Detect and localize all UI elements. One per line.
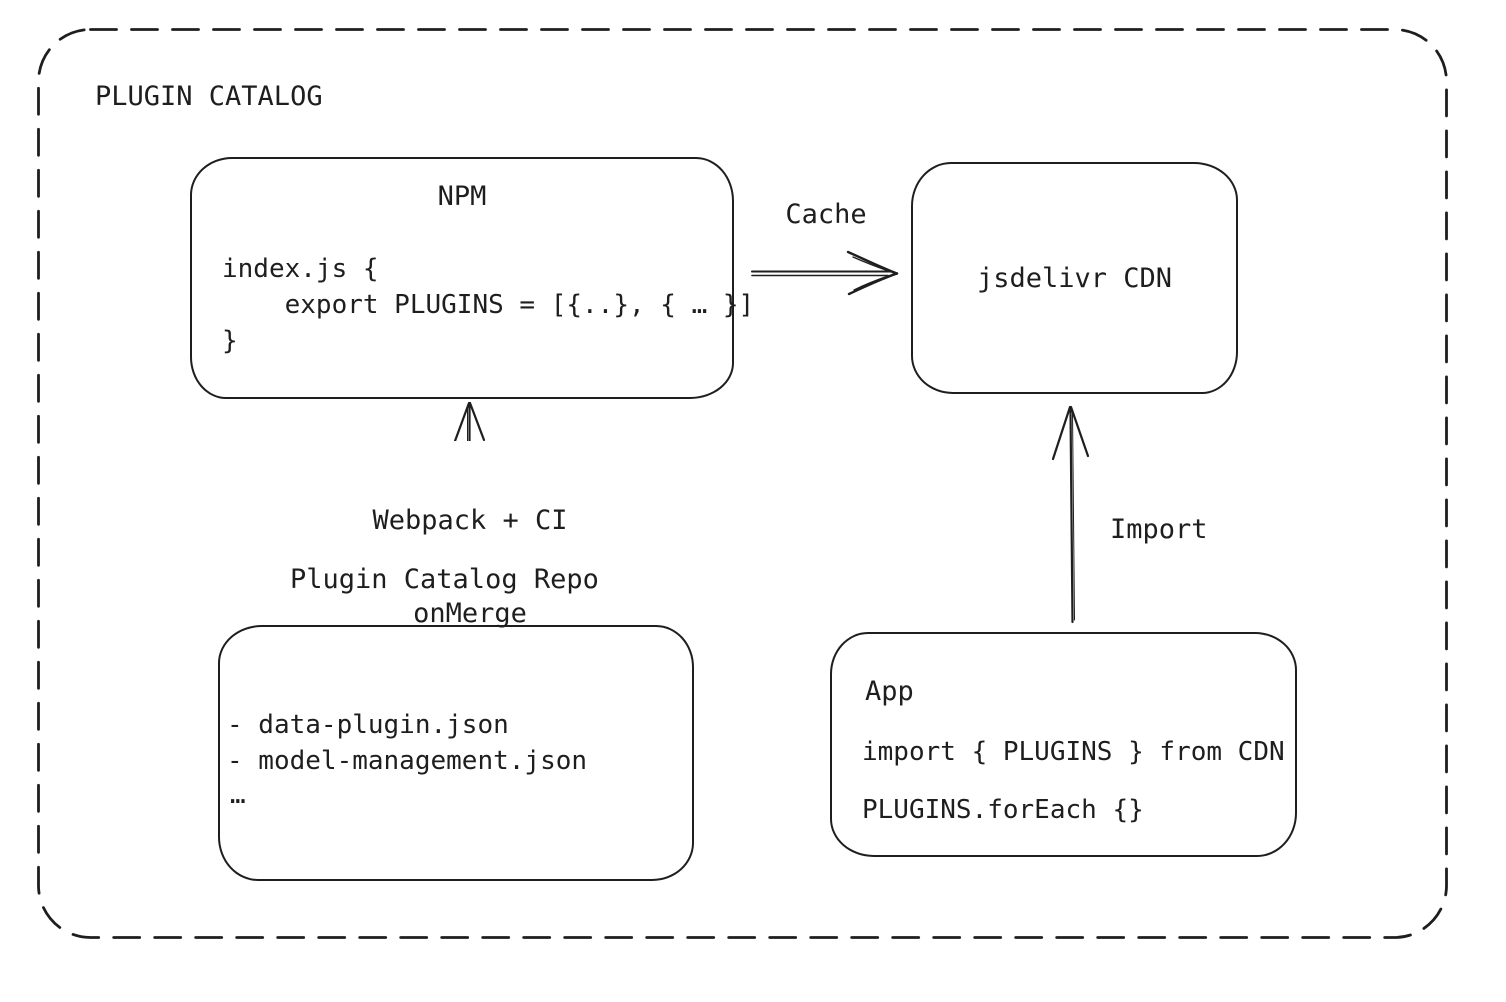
app-code-line: import { PLUGINS } from CDN [862,737,1285,767]
diagram-title: PLUGIN CATALOG [95,81,323,112]
npm-node: NPM index.js { export PLUGINS = [{..}, {… [190,157,754,399]
cache-edge-label: Cache [785,199,867,230]
webpack-arrowhead-2 [468,401,486,442]
npm-code-line: index.js { [222,254,379,284]
webpack-arrowhead [453,401,471,443]
npm-code-line: export PLUGINS = [{..}, { … }] [222,290,755,320]
import-arrowhead [1051,405,1072,461]
app-code-line: PLUGINS.forEach {} [862,795,1144,825]
import-arrowhead-2 [1069,405,1090,458]
cache-arrowhead-sketch-2 [853,273,895,291]
cdn-node-label: jsdelivr CDN [976,262,1173,294]
repo-node: - data-plugin.json - model-management.js… [218,625,694,881]
webpack-edge-label-line2: onMerge [413,598,527,629]
import-edge-label: Import [1110,514,1208,545]
repo-file-line: … [230,780,246,810]
outer-dashed-border [37,28,1448,939]
webpack-edge-label-line1: Webpack + CI [372,505,568,536]
npm-node-title: NPM [437,181,487,212]
import-arrow-shaft-2 [1072,411,1075,621]
app-node-title: App [865,676,914,707]
import-arrow-shaft [1069,407,1074,624]
repo-file-line: - model-management.json [227,746,588,776]
app-node: App import { PLUGINS } from CDN PLUGINS.… [830,632,1297,857]
webpack-edge-label: Webpack + CI onMerge [360,441,580,693]
repo-file-line: - data-plugin.json [227,710,509,740]
cache-arrowhead-2 [847,272,899,296]
repo-node-label: Plugin Catalog Repo [290,564,599,595]
cdn-node: jsdelivr CDN [911,162,1238,394]
cache-arrowhead-sketch [852,256,895,274]
import-arrow [1051,405,1090,624]
cache-arrowhead [846,250,899,275]
npm-code-line: } [222,326,238,356]
cache-arrow [751,250,899,296]
